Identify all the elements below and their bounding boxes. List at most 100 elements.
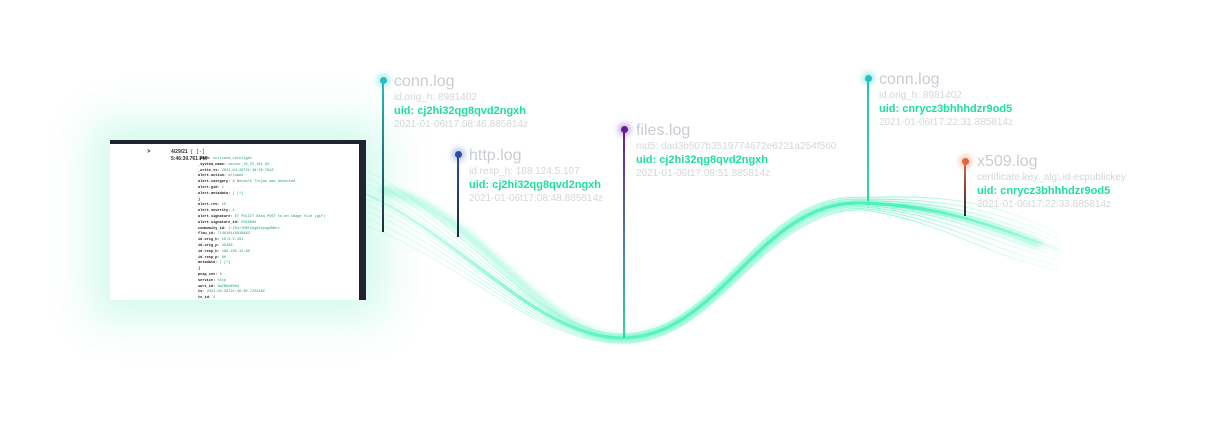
field-key: id.orig_h:	[198, 238, 220, 243]
event-field-row: metadata: [ [+]	[198, 261, 325, 267]
field-value: 1:254+7N6Y1bg82dyugVNm+=	[228, 226, 280, 231]
event-field-row: _write_ts: 2021-04-29T21:46:30.761Z	[198, 169, 325, 175]
log-viewer-screen: > 4/29/21 5:46:30.761 PM { [-] _path: su…	[110, 140, 366, 300]
event-field-row: id.resp_p: 80	[198, 256, 325, 262]
wave-line	[299, 179, 1061, 340]
x509-log-stem	[964, 162, 966, 216]
event-field-row: _system_name: sensor_10_15_161_62	[198, 163, 325, 169]
field-key: community_id:	[198, 226, 227, 231]
field-key: _write_ts:	[198, 168, 220, 173]
event-field-row: ts: 2021-04-29T21:46:30.722326Z	[198, 290, 325, 296]
wave-line	[299, 169, 1061, 338]
field-value: A Network Trojan was detected	[232, 180, 296, 185]
conn-log-marker	[379, 77, 387, 84]
files-log-uid: uid: cj2hi32qg8qvd2ngxh	[636, 154, 769, 166]
x509-log-key-alg: certificate.key_alg: id-ecpublickey	[977, 172, 1126, 183]
event-field-row: _path: suricata_corelight	[198, 157, 325, 163]
field-value: 15	[221, 203, 227, 208]
field-key: ]	[198, 267, 201, 272]
event-field-row: alert.rev: 15	[198, 203, 325, 209]
files-log-time: 2021-01-06t17:08:51.885814z	[636, 168, 771, 179]
files-log-md5: md5: dad3b507b3519774672e6221a254f560	[636, 141, 837, 152]
field-value: 80	[221, 255, 227, 260]
field-key: flow_id:	[198, 232, 216, 237]
wave-line	[299, 173, 1061, 340]
wave-line	[299, 156, 1061, 336]
x509-log-uid: uid: cnrycz3bhhhdzr9od5	[977, 185, 1111, 197]
event-field-row: pcap_cnt: 6	[198, 273, 325, 279]
http-log-marker	[454, 151, 462, 158]
field-value: 10.0.5.101	[221, 238, 244, 243]
event-field-row: alert.signature: ET POLICY Data POST to …	[198, 215, 325, 221]
field-key: alert.gid:	[198, 185, 220, 190]
x509-log-marker	[961, 158, 969, 165]
conn-log-title: conn.log	[394, 73, 455, 90]
field-key: ts:	[198, 290, 205, 295]
field-key: metadata:	[198, 261, 218, 266]
conn-log-2-uid: uid: cnrycz3bhhhdzr9od5	[879, 103, 1013, 115]
event-field-row: id.resp_h: 188.165.12.60	[198, 250, 325, 256]
event-field-row: ]	[198, 267, 325, 273]
field-value: [ [+]	[219, 261, 231, 266]
field-key: service:	[198, 278, 216, 283]
field-value: suricata_corelight	[213, 157, 252, 161]
wave-line	[299, 185, 1061, 341]
event-field-row: flow_id: 714910118910882	[198, 232, 325, 238]
field-value: allowed	[228, 174, 244, 179]
x509-log-time: 2021-01-06t17:22:33.885814z	[977, 199, 1112, 210]
conn-log-stem	[382, 80, 384, 232]
field-key: }	[198, 197, 201, 202]
x509-log-title: x509.log	[977, 153, 1038, 170]
event-field-row: }	[198, 198, 325, 204]
http-log-time: 2021-01-06t17:08:48.885814z	[469, 193, 604, 204]
field-value: 2	[213, 296, 216, 300]
x509-log-label: x509.log certificate.key_alg: id-ecpubli…	[977, 152, 1126, 211]
field-value: 1	[232, 209, 235, 214]
http-log-label: http.log id.resp_h: 188.124.5.107 uid: c…	[469, 146, 603, 205]
wave-line	[299, 148, 1061, 335]
viewer-screen: > 4/29/21 5:46:30.761 PM { [-] _path: su…	[110, 144, 359, 300]
field-value: 2010066	[241, 220, 257, 225]
field-key: alert.action:	[198, 174, 227, 179]
field-key: suri_id:	[198, 284, 216, 289]
files-log-marker	[620, 126, 628, 133]
field-key: alert.category:	[198, 180, 231, 185]
event-time: 5:46:30.761 PM	[171, 156, 207, 162]
field-value: ET POLICY Data POST to an image file (gi…	[234, 214, 326, 219]
field-key: alert.signature:	[198, 214, 233, 219]
field-value: 49198	[221, 243, 233, 248]
conn-log-time: 2021-01-06t17:08:46.885814z	[394, 119, 529, 130]
event-field-row: id.orig_p: 49198	[198, 244, 325, 250]
field-value: 1	[221, 185, 224, 190]
viewer-top-bezel	[110, 140, 366, 144]
field-key: alert.signature_id:	[198, 220, 239, 225]
event-field-row: alert.action: allowed	[198, 174, 325, 180]
field-key: _system_name:	[198, 162, 227, 167]
wave-line	[299, 192, 1061, 342]
field-key: id.resp_h:	[198, 249, 220, 254]
field-key: alert.metadata:	[198, 191, 231, 196]
event-field-row: suri_id: SwfBDwX0Kd	[198, 285, 325, 291]
json-collapse-toggle[interactable]: { [-]	[190, 149, 206, 155]
event-field-row: id.orig_h: 10.0.5.101	[198, 238, 325, 244]
field-key: _path:	[198, 157, 211, 161]
conn-log-uid: uid: cj2hi32qg8qvd2ngxh	[394, 105, 527, 117]
field-value: 714910118910882	[217, 232, 250, 237]
field-key: id.orig_p:	[198, 243, 220, 248]
field-value: SwfBDwX0Kd	[217, 284, 240, 289]
expand-row-icon[interactable]: >	[147, 149, 151, 155]
conn-log-orig-host: id.orig_h: 8981402	[394, 92, 477, 103]
field-key: tx_id:	[198, 296, 211, 300]
event-field-list: _path: suricata_corelight_system_name: s…	[198, 157, 325, 300]
event-field-row: alert.gid: 1	[198, 186, 325, 192]
field-value: 6	[219, 272, 222, 277]
wave-line	[299, 163, 1061, 337]
files-log-title: files.log	[636, 122, 691, 139]
event-field-row: alert.severity: 1	[198, 209, 325, 215]
conn-log-label: conn.log id.orig_h: 8981402 uid: cj2hi32…	[394, 72, 528, 131]
field-key: alert.severity:	[198, 209, 231, 214]
event-field-row: tx_id: 2	[198, 296, 325, 300]
http-log-title: http.log	[469, 147, 522, 164]
